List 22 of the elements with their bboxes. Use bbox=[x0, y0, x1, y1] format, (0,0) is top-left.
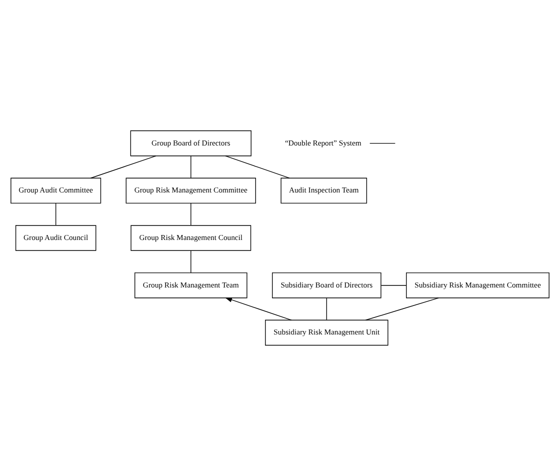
connector bbox=[90, 155, 156, 178]
node-text: “Double Report” System bbox=[284, 138, 362, 147]
connector bbox=[55, 202, 56, 225]
connector bbox=[326, 297, 327, 320]
connector bbox=[190, 250, 192, 272]
connector bbox=[380, 284, 407, 286]
connector bbox=[365, 297, 439, 320]
node-box: Group Audit Committee bbox=[10, 177, 102, 204]
connector bbox=[190, 155, 192, 178]
connector bbox=[369, 142, 396, 144]
connector bbox=[225, 155, 290, 178]
node-box: Group Risk Management Council bbox=[130, 224, 252, 250]
node-box: Subsidiary Risk Management Unit bbox=[265, 319, 388, 346]
node-box: Group Board of Directors bbox=[130, 130, 252, 156]
node-box: Group Risk Management Team bbox=[134, 272, 248, 298]
node-box: Audit Inspection Team bbox=[280, 177, 368, 204]
arrow bbox=[225, 297, 292, 320]
node-box: Subsidiary Board of Directors bbox=[272, 272, 382, 298]
node-box: Group Risk Management Committee bbox=[126, 177, 256, 204]
node-box: Subsidiary Risk Management Committee bbox=[406, 272, 550, 298]
connector bbox=[190, 202, 192, 225]
node-box: Group Audit Council bbox=[15, 224, 96, 250]
